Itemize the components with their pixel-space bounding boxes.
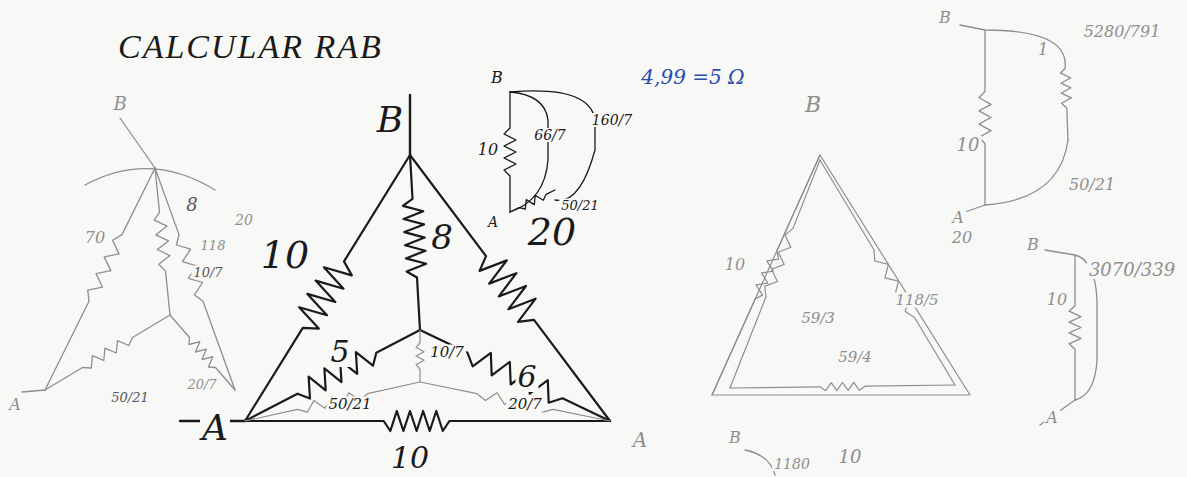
value-label: 70: [83, 230, 107, 246]
value-label: A: [7, 397, 23, 413]
value-label: 4,99 =5 Ω: [639, 67, 746, 87]
wire: [712, 155, 970, 395]
value-label: A: [1044, 410, 1060, 426]
resistor-symbol: [510, 190, 555, 212]
value-label: 50/21: [109, 391, 150, 404]
value-label: 10: [723, 257, 747, 273]
value-label: 118: [199, 239, 228, 252]
resistor-symbol: [170, 315, 235, 390]
resistor-symbol: [979, 30, 991, 205]
resistor-symbol: [154, 168, 170, 315]
resistor-symbol: [245, 330, 420, 421]
value-label: B: [375, 102, 405, 138]
value-label: 10: [476, 142, 500, 158]
value-label: B: [727, 430, 743, 446]
value-label: 10/7: [191, 266, 224, 279]
resistor-symbol: [730, 382, 955, 390]
value-label: 3070/339: [1087, 261, 1177, 279]
wire: [960, 25, 1065, 60]
resistor-symbol: [245, 382, 420, 421]
value-label: 10: [955, 136, 982, 154]
value-label: 10/7: [428, 345, 466, 360]
value-label: 118/5: [893, 293, 940, 308]
resistor-symbol: [416, 330, 424, 382]
wire: [22, 390, 45, 392]
wire: [409, 95, 411, 155]
value-label: A: [631, 430, 649, 450]
resistor-symbol: [730, 160, 820, 388]
value-label: 10: [259, 236, 311, 274]
value-label: B: [489, 70, 505, 86]
value-label: B: [803, 94, 823, 116]
resistor-symbol: [1069, 255, 1081, 400]
value-label: 20: [526, 213, 578, 251]
value-label: A: [950, 210, 966, 226]
resistor-symbol: [45, 315, 170, 390]
resistor-symbol: [820, 160, 955, 385]
value-label: 8: [184, 196, 199, 214]
value-label: 66/7: [532, 128, 567, 142]
value-label: 59/4: [836, 350, 874, 365]
value-label: 1: [1036, 42, 1050, 58]
value-label: 50/21: [1067, 177, 1117, 193]
value-label: 10: [1045, 292, 1069, 308]
value-label: 8: [429, 220, 455, 254]
value-label: 1180: [772, 457, 812, 471]
value-label: A: [200, 410, 230, 446]
value-label: 20: [233, 213, 255, 227]
value-label: B: [111, 95, 128, 113]
resistor-symbol: [245, 155, 410, 421]
value-label: A: [486, 215, 500, 229]
value-label: 50/21: [559, 199, 600, 212]
value-label: 5280/791: [1082, 24, 1163, 40]
resistor-symbol: [504, 92, 516, 212]
value-label: 20/7: [506, 397, 544, 412]
resistor-symbol: [155, 168, 235, 390]
value-label: 20/7: [185, 378, 218, 391]
wire: [510, 91, 595, 201]
title: CALCULAR RAB: [118, 28, 383, 66]
value-label: 59/3: [799, 311, 837, 326]
wire: [120, 118, 155, 168]
resistor-symbol: [420, 330, 610, 421]
value-label: 6: [515, 362, 538, 392]
value-label: 10: [837, 448, 864, 466]
resistor-symbol: [403, 155, 426, 330]
resistor-symbol: [1061, 60, 1072, 140]
resistor-symbol: [245, 411, 610, 431]
value-label: B: [937, 10, 953, 26]
resistor-symbol: [712, 155, 820, 395]
value-label: 20: [950, 230, 974, 246]
wire: [1040, 400, 1075, 425]
value-label: 50/21: [326, 397, 373, 412]
wire: [745, 450, 775, 475]
resistor-symbol: [45, 168, 155, 390]
wire: [510, 92, 548, 212]
value-label: B: [1025, 237, 1041, 253]
value-label: 160/7: [590, 113, 634, 127]
value-label: 5: [328, 337, 351, 367]
value-label: 10: [389, 443, 431, 473]
